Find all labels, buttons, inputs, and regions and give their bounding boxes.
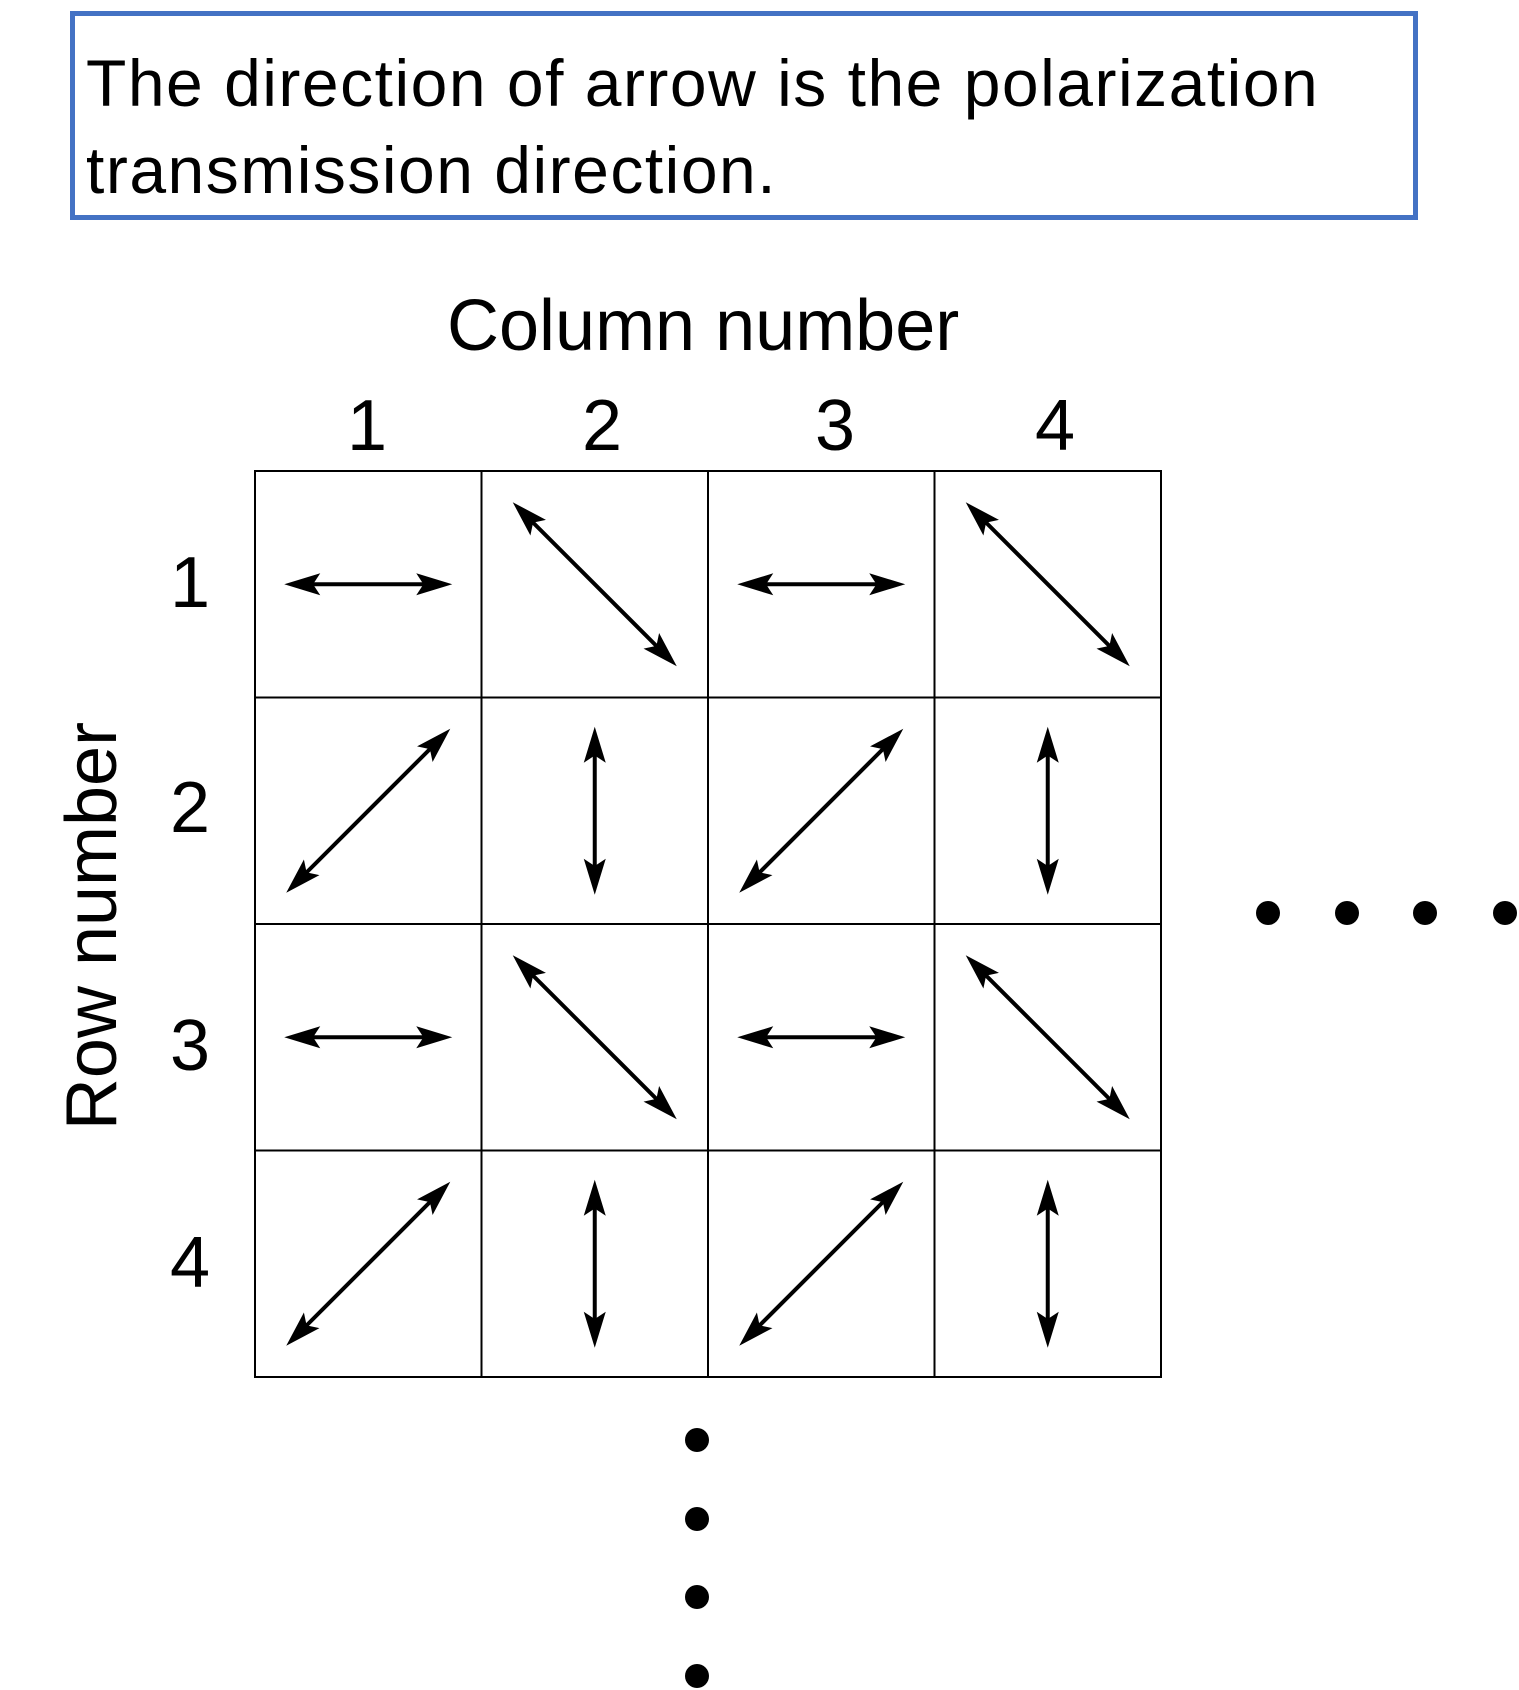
grid-cell-r4-c4	[933, 1149, 1162, 1378]
row-number-3: 3	[169, 1006, 211, 1086]
continuation-dot-right-4	[1493, 901, 1517, 925]
continuation-dot-bottom-3	[685, 1585, 709, 1609]
continuation-dot-right-3	[1413, 901, 1437, 925]
polarization-arrow-r2-c1	[286, 728, 451, 893]
polarization-arrow-r3-c3	[737, 1026, 906, 1049]
polarization-arrow-r2-c4	[1036, 726, 1059, 895]
polarization-arrow-r2-c3	[739, 728, 904, 893]
polarization-arrow-r2-c2	[583, 726, 606, 895]
row-number-1: 1	[169, 543, 211, 623]
row-number-4: 4	[169, 1223, 211, 1303]
polarization-arrow-r4-c1	[286, 1181, 451, 1346]
continuation-dot-bottom-2	[685, 1507, 709, 1531]
polarization-arrow-r1-c1	[284, 573, 453, 596]
polarization-arrow-r4-c2	[583, 1179, 606, 1348]
polarization-arrow-r1-c3	[737, 573, 906, 596]
description-note: The direction of arrow is the polarizati…	[70, 11, 1418, 220]
polarization-arrow-r3-c1	[284, 1026, 453, 1049]
column-axis-title: Column number	[447, 286, 960, 366]
polarization-arrow-r4-c4	[1036, 1179, 1059, 1348]
continuation-dot-right-2	[1335, 901, 1359, 925]
column-number-1: 1	[346, 386, 388, 466]
row-number-2: 2	[169, 768, 211, 848]
polarization-arrow-r1-c2	[512, 502, 677, 667]
column-number-2: 2	[581, 386, 623, 466]
continuation-dot-right-1	[1256, 901, 1280, 925]
continuation-dot-bottom-4	[685, 1664, 709, 1688]
column-number-3: 3	[814, 386, 856, 466]
column-number-4: 4	[1034, 386, 1076, 466]
polarization-arrow-r3-c2	[512, 955, 677, 1120]
continuation-dot-bottom-1	[685, 1428, 709, 1452]
polarization-arrow-r3-c4	[965, 955, 1130, 1120]
polarization-arrow-r4-c3	[739, 1181, 904, 1346]
polarization-arrow-r1-c4	[965, 502, 1130, 667]
